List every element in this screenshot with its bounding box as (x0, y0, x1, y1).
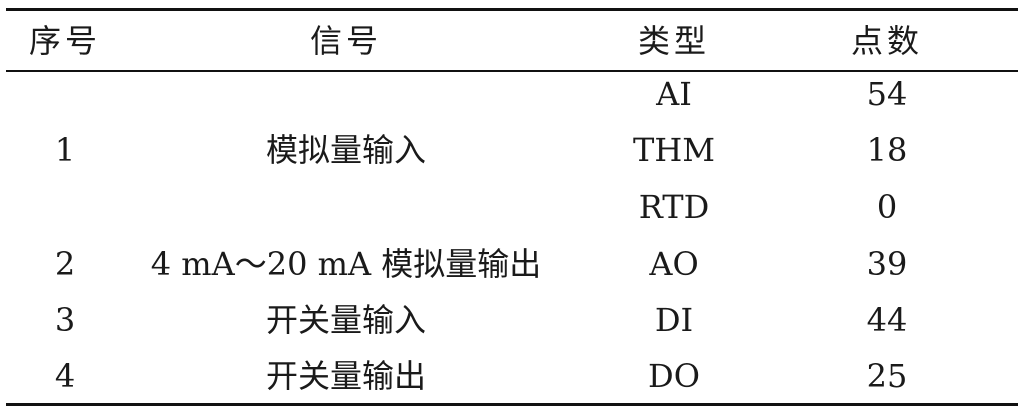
header-type: 类型 (637, 22, 711, 60)
row-signal: 开关量输入 (265, 301, 427, 339)
row-signal: 4 mA～20 mA 模拟量输出 (150, 245, 542, 283)
header-rule (6, 70, 1018, 72)
header-count: 点数 (850, 22, 924, 60)
row-type: AI (656, 75, 692, 113)
row-signal: 模拟量输入 (265, 131, 427, 169)
row-type: DI (654, 301, 694, 339)
row-type: RTD (638, 188, 710, 226)
header-signal: 信号 (309, 22, 383, 60)
row-index: 4 (54, 357, 76, 395)
row-index: 2 (54, 245, 76, 283)
row-signal: 开关量输出 (265, 357, 427, 395)
signal-table: 序号 信号 类型 点数 1 模拟量输入 AI 54 THM 18 RTD 0 2… (6, 8, 1018, 406)
row-count: 18 (866, 131, 908, 169)
row-count: 39 (866, 245, 908, 283)
row-count: 0 (876, 188, 898, 226)
row-type: THM (632, 131, 716, 169)
row-index: 1 (54, 131, 76, 169)
header-index: 序号 (28, 22, 102, 60)
row-type: AO (649, 245, 699, 283)
top-rule (6, 8, 1018, 11)
row-index: 3 (54, 301, 76, 339)
row-type: DO (648, 357, 700, 395)
row-count: 54 (866, 75, 908, 113)
bottom-rule (6, 403, 1018, 406)
row-count: 44 (866, 301, 908, 339)
row-count: 25 (866, 357, 908, 395)
